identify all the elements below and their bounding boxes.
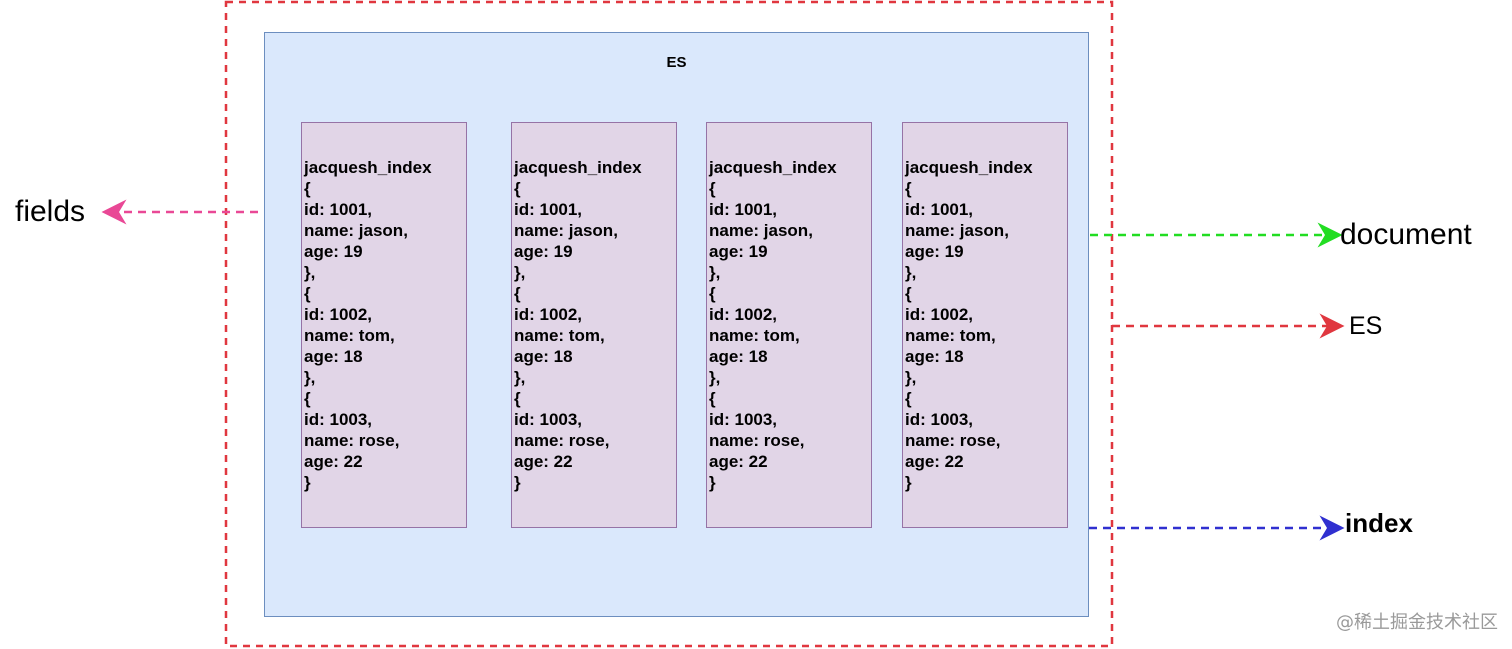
es-container-title: ES — [666, 54, 687, 71]
document-text-line: }, — [709, 368, 721, 387]
document-text-line: { — [304, 284, 311, 303]
document-text-line: } — [709, 473, 716, 492]
document-text-line: { — [905, 179, 912, 198]
document-text-line: id: 1002, — [514, 305, 583, 324]
document-text-line: age: 19 — [514, 242, 573, 261]
document-text-line: id: 1001, — [709, 200, 778, 219]
index-name: jacquesh_index — [709, 158, 837, 177]
document-text-line: } — [905, 473, 912, 492]
document-text-line: }, — [304, 368, 316, 387]
document-text-line: id: 1003, — [905, 410, 974, 429]
document-text-line: } — [304, 473, 311, 492]
document-text-line: age: 22 — [514, 452, 573, 471]
index-text-2: jacquesh_index { id: 1001, name: jason, age:… — [514, 157, 694, 493]
document-text-line: { — [709, 389, 716, 408]
document-text-line: age: 18 — [304, 347, 363, 366]
document-text-line: id: 1003, — [514, 410, 583, 429]
document-text-line: { — [304, 179, 311, 198]
document-text-line: name: tom, — [905, 326, 996, 345]
document-text-line: id: 1002, — [304, 305, 373, 324]
document-text-line: { — [514, 179, 521, 198]
document-text-line: { — [304, 389, 311, 408]
document-text-line: id: 1001, — [514, 200, 583, 219]
document-text-line: name: tom, — [514, 326, 605, 345]
document-text-line: name: rose, — [709, 431, 805, 450]
document-text-line: age: 19 — [905, 242, 964, 261]
document-text-line: age: 18 — [905, 347, 964, 366]
document-label: document — [1340, 218, 1472, 251]
document-text-line: id: 1001, — [905, 200, 974, 219]
index-box-4 — [902, 122, 1068, 528]
index-text-1: jacquesh_index { id: 1001, name: jason, age:… — [304, 157, 484, 493]
document-text-line: } — [514, 473, 521, 492]
document-text-line: age: 22 — [905, 452, 964, 471]
document-text-line: }, — [905, 368, 917, 387]
document-text-line: id: 1001, — [304, 200, 373, 219]
document-text-line: }, — [304, 263, 316, 282]
watermark: @稀土掘金技术社区 — [1336, 612, 1498, 633]
index-label: index — [1345, 508, 1413, 538]
document-text-line: age: 18 — [514, 347, 573, 366]
document-text-line: name: jason, — [514, 221, 618, 240]
document-text-line: }, — [905, 263, 917, 282]
es-label: ES — [1349, 312, 1383, 340]
document-text-line: name: jason, — [709, 221, 813, 240]
index-box-3 — [706, 122, 872, 528]
document-text-line: name: tom, — [709, 326, 800, 345]
document-text-line: { — [514, 389, 521, 408]
document-text-line: age: 22 — [709, 452, 768, 471]
document-text-line: name: jason, — [905, 221, 1009, 240]
document-text-line: { — [514, 284, 521, 303]
index-text-3: jacquesh_index { id: 1001, name: jason, age:… — [709, 157, 889, 493]
document-text-line: name: jason, — [304, 221, 408, 240]
document-text-line: age: 19 — [304, 242, 363, 261]
document-text-line: name: tom, — [304, 326, 395, 345]
document-text-line: }, — [514, 368, 526, 387]
document-text-line: name: rose, — [905, 431, 1001, 450]
document-text-line: age: 22 — [304, 452, 363, 471]
document-text-line: { — [709, 179, 716, 198]
document-text-line: name: rose, — [304, 431, 400, 450]
document-text-line: }, — [514, 263, 526, 282]
index-text-4: jacquesh_index { id: 1001, name: jason, age:… — [905, 157, 1085, 493]
document-text-line: id: 1003, — [304, 410, 373, 429]
index-box-2 — [511, 122, 677, 528]
document-text-line: { — [905, 389, 912, 408]
index-name: jacquesh_index — [304, 158, 432, 177]
document-text-line: { — [709, 284, 716, 303]
document-text-line: age: 19 — [709, 242, 768, 261]
index-box-1 — [301, 122, 467, 528]
index-name: jacquesh_index — [905, 158, 1033, 177]
fields-label: fields — [15, 195, 86, 228]
document-text-line: id: 1003, — [709, 410, 778, 429]
index-name: jacquesh_index — [514, 158, 642, 177]
document-text-line: id: 1002, — [905, 305, 974, 324]
document-text-line: id: 1002, — [709, 305, 778, 324]
document-text-line: name: rose, — [514, 431, 610, 450]
document-text-line: { — [905, 284, 912, 303]
document-text-line: }, — [709, 263, 721, 282]
document-text-line: age: 18 — [709, 347, 768, 366]
es-outer-dashed-frame — [224, 0, 1114, 648]
